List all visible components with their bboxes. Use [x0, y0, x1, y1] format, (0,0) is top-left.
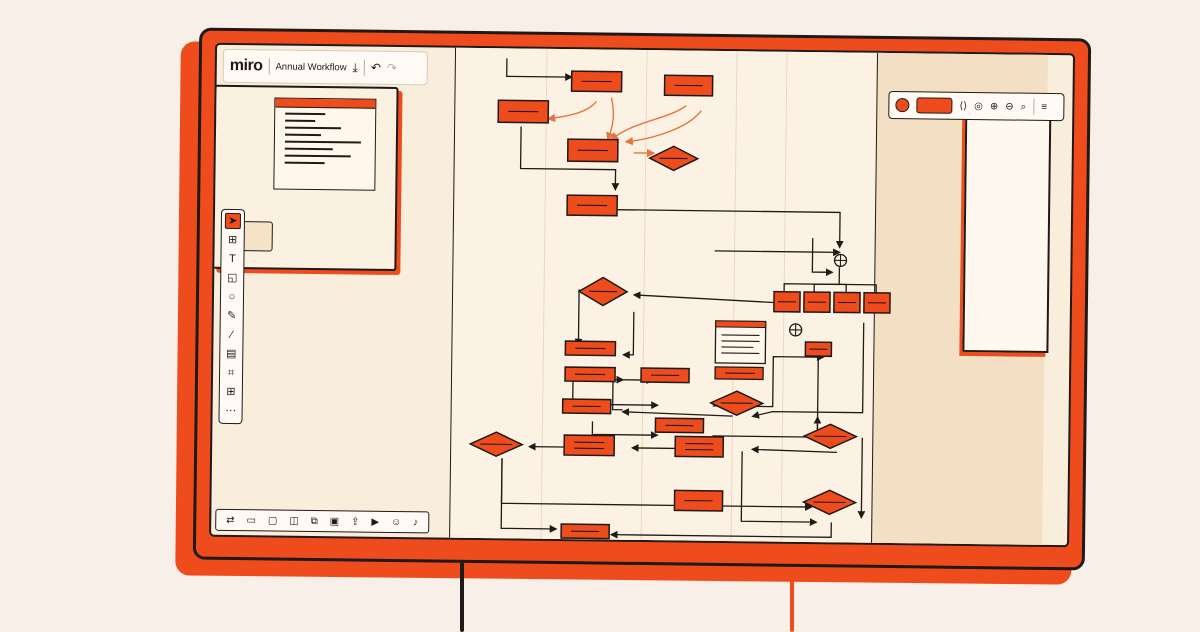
crop-icon[interactable]: ⌗ [223, 365, 239, 381]
video-icon[interactable]: ▶ [371, 516, 379, 527]
divider [364, 60, 365, 76]
doc-line [285, 113, 325, 115]
grid-icon[interactable]: ⊞ [223, 384, 239, 400]
monitor-cable-left [460, 562, 464, 632]
doc-line [285, 134, 321, 136]
comments-icon[interactable]: ◫ [289, 515, 299, 526]
download-icon[interactable]: ⤓ [353, 61, 358, 73]
divider [268, 58, 269, 74]
zoom-in-icon[interactable]: ⊕ [990, 101, 999, 112]
bottom-bar: ⇄ ▭ ▢ ◫ ⧉ ▣ ⇪ ▶ ☺ ♪ [215, 509, 429, 534]
text-icon[interactable]: T [224, 251, 240, 267]
doc-line [285, 155, 351, 158]
top-bar: miro Annual Workflow ⤓ ↶ ↷ [223, 49, 428, 86]
card-icon[interactable]: ▤ [223, 346, 239, 362]
search-icon[interactable]: ⌕ [1021, 101, 1027, 112]
emoji-icon[interactable]: ☺ [391, 516, 401, 527]
miro-screen: miro Annual Workflow ⤓ ↶ ↷ ⟨⟩ ◎ ⊕ ⊖ ⌕ ≡ [209, 43, 1075, 547]
frame-icon[interactable]: ⊞ [225, 232, 241, 248]
redo-icon[interactable]: ↷ [387, 62, 397, 74]
share-screen-icon[interactable]: ⇪ [351, 516, 360, 527]
undo-icon[interactable]: ↶ [371, 62, 381, 74]
document-card[interactable] [273, 97, 376, 190]
share-button[interactable] [916, 97, 952, 113]
reactions-icon[interactable]: ⟨⟩ [959, 100, 967, 111]
doc-line [285, 141, 361, 144]
sticky-note-icon[interactable]: ◱ [224, 270, 240, 286]
comment-icon[interactable]: ▢ [268, 515, 278, 526]
divider [1033, 99, 1034, 115]
pen-icon[interactable]: ✎ [224, 308, 240, 324]
monitor: miro Annual Workflow ⤓ ↶ ↷ ⟨⟩ ◎ ⊕ ⊖ ⌕ ≡ [193, 28, 1091, 571]
chat-icon[interactable]: ▭ [246, 515, 256, 526]
board-title[interactable]: Annual Workflow [275, 61, 346, 73]
zoom-out-icon[interactable]: ⊖ [1005, 101, 1014, 112]
copy-icon[interactable]: ⧉ [311, 515, 318, 526]
cursor-icon[interactable]: ➤ [225, 213, 241, 229]
top-right-controls: ⟨⟩ ◎ ⊕ ⊖ ⌕ ≡ [888, 91, 1064, 121]
miro-logo[interactable]: miro [230, 57, 263, 75]
marker-icon[interactable]: ⁄ [223, 327, 239, 343]
doc-line [285, 127, 341, 130]
doc-line [285, 162, 325, 164]
document-card-header [275, 99, 375, 109]
monitor-cable-right [790, 562, 794, 632]
timer-icon[interactable]: ◎ [974, 101, 983, 112]
menu-icon[interactable]: ≡ [1041, 101, 1047, 112]
present-icon[interactable]: ▣ [330, 516, 340, 527]
left-toolbar: ➤ ⊞ T ◱ ○ ✎ ⁄ ▤ ⌗ ⊞ ⋯ [218, 209, 245, 424]
avatar[interactable] [895, 98, 909, 112]
mic-icon[interactable]: ♪ [413, 517, 418, 528]
doc-line [285, 120, 315, 122]
shape-icon[interactable]: ○ [224, 289, 240, 305]
more-icon[interactable]: ⋯ [223, 403, 239, 419]
doc-line [285, 148, 333, 151]
shuffle-icon[interactable]: ⇄ [226, 514, 235, 525]
